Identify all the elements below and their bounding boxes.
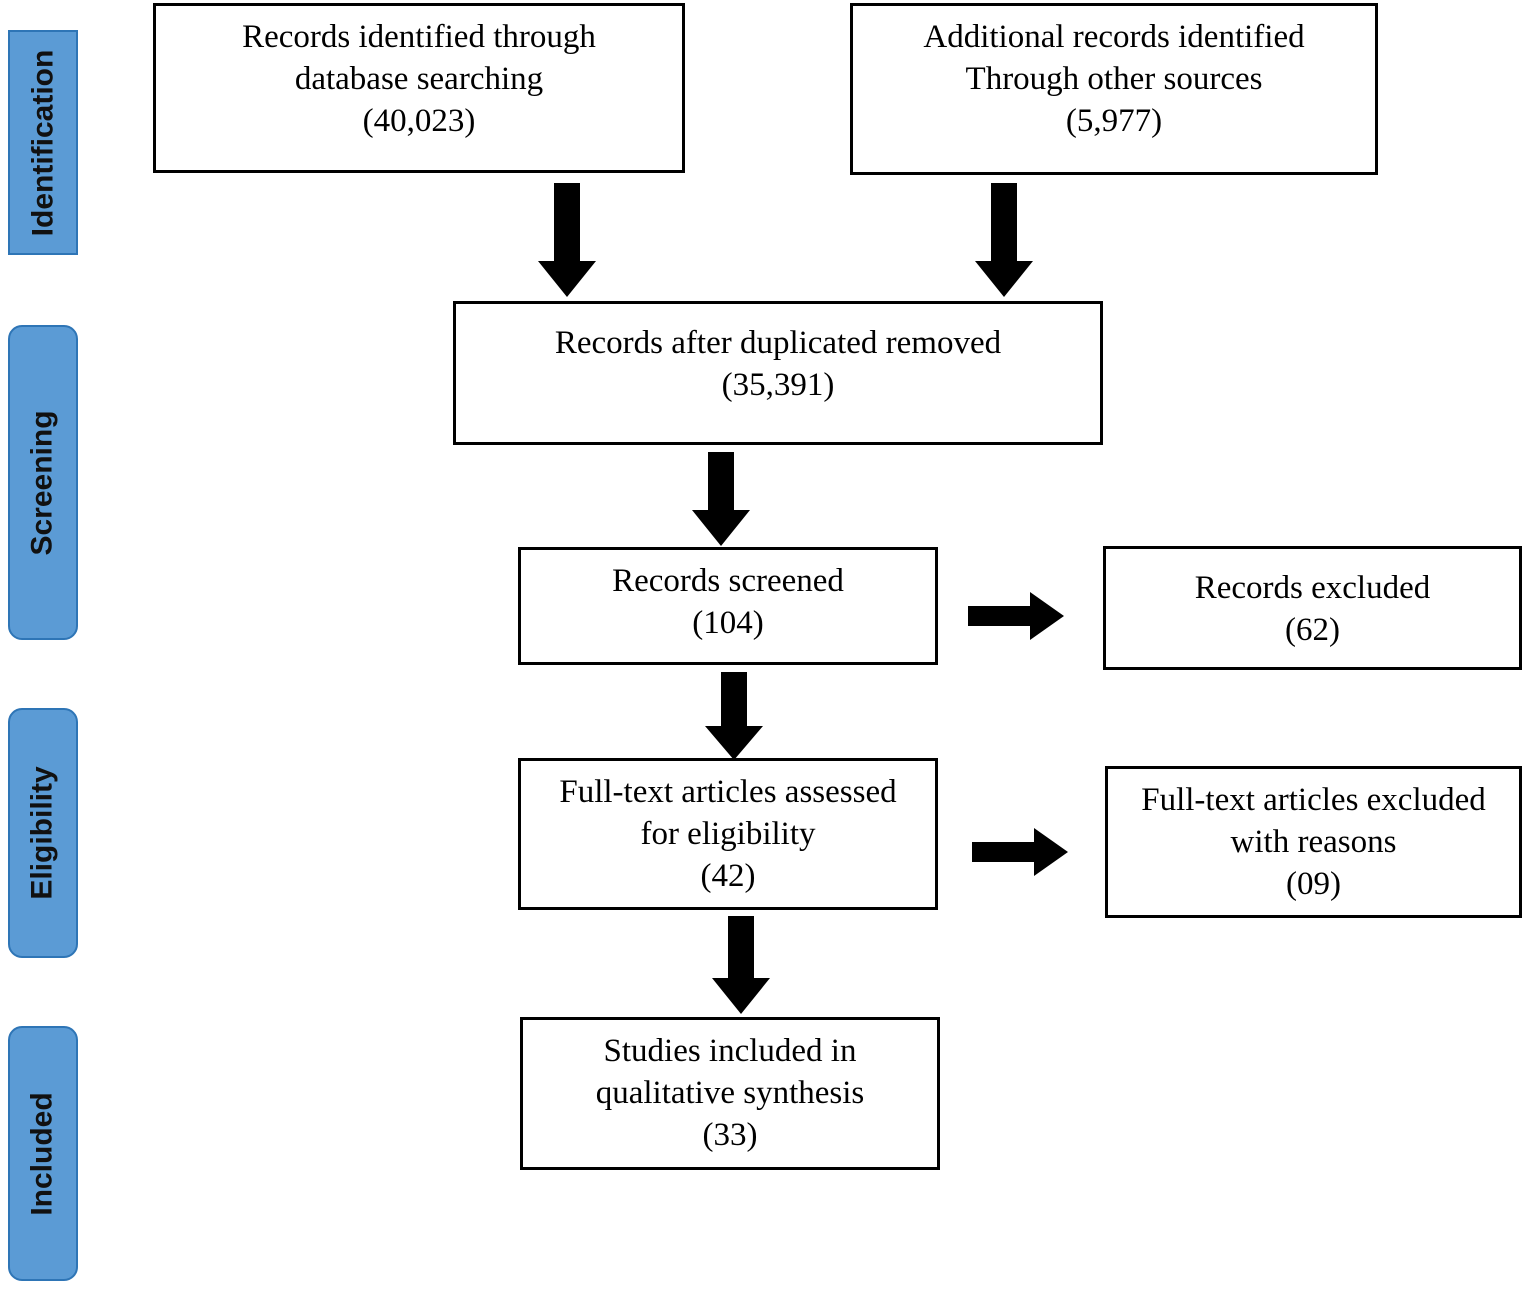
arrow-other-to-dedup-down-icon bbox=[975, 183, 1033, 297]
arrow-screened-to-fulltext-down-icon bbox=[705, 672, 763, 760]
box-studies-included-text: Studies included in qualitative synthesi… bbox=[595, 1033, 865, 1154]
arrow-fulltext-to-included-down-icon bbox=[712, 916, 770, 1014]
stage-label-eligibility: Eligibility bbox=[26, 766, 60, 900]
box-full-text-excluded: Full-text articles excluded with reasons… bbox=[1105, 766, 1522, 918]
box-additional-records-other-sources: Additional records identified Through ot… bbox=[850, 3, 1378, 175]
box-records-identified-database-text: Records identified through database sear… bbox=[242, 19, 596, 140]
arrow-fulltext-to-excluded-right-icon bbox=[972, 828, 1068, 876]
box-full-text-assessed-text: Full-text articles assessed for eligibil… bbox=[559, 774, 897, 895]
box-full-text-excluded-text: Full-text articles excluded with reasons… bbox=[1141, 782, 1486, 903]
box-records-after-duplicates-removed-text: Records after duplicated removed (35,391… bbox=[554, 325, 1002, 404]
stage-label-included: Included bbox=[26, 1091, 59, 1216]
box-records-excluded: Records excluded (62) bbox=[1103, 546, 1522, 670]
stage-bar-identification: Identification bbox=[8, 30, 78, 255]
stage-bar-screening: Screening bbox=[8, 325, 78, 640]
box-records-screened-text: Records screened (104) bbox=[612, 563, 844, 642]
box-records-after-duplicates-removed: Records after duplicated removed (35,391… bbox=[453, 301, 1103, 445]
box-records-identified-database: Records identified through database sear… bbox=[153, 3, 685, 173]
box-additional-records-other-sources-text: Additional records identified Through ot… bbox=[923, 19, 1305, 140]
box-records-screened: Records screened (104) bbox=[518, 547, 938, 665]
arrow-screened-to-excluded-right-icon bbox=[968, 592, 1064, 640]
box-full-text-assessed: Full-text articles assessed for eligibil… bbox=[518, 758, 938, 910]
box-records-excluded-text: Records excluded (62) bbox=[1194, 570, 1431, 649]
arrow-db-to-dedup-down-icon bbox=[538, 183, 596, 297]
box-studies-included: Studies included in qualitative synthesi… bbox=[520, 1017, 940, 1170]
stage-label-identification: Identification bbox=[26, 49, 60, 236]
arrow-dedup-to-screened-down-icon bbox=[692, 452, 750, 546]
stage-bar-included: Included bbox=[8, 1026, 78, 1281]
stage-label-screening: Screening bbox=[26, 409, 59, 556]
stage-bar-eligibility: Eligibility bbox=[8, 708, 78, 958]
